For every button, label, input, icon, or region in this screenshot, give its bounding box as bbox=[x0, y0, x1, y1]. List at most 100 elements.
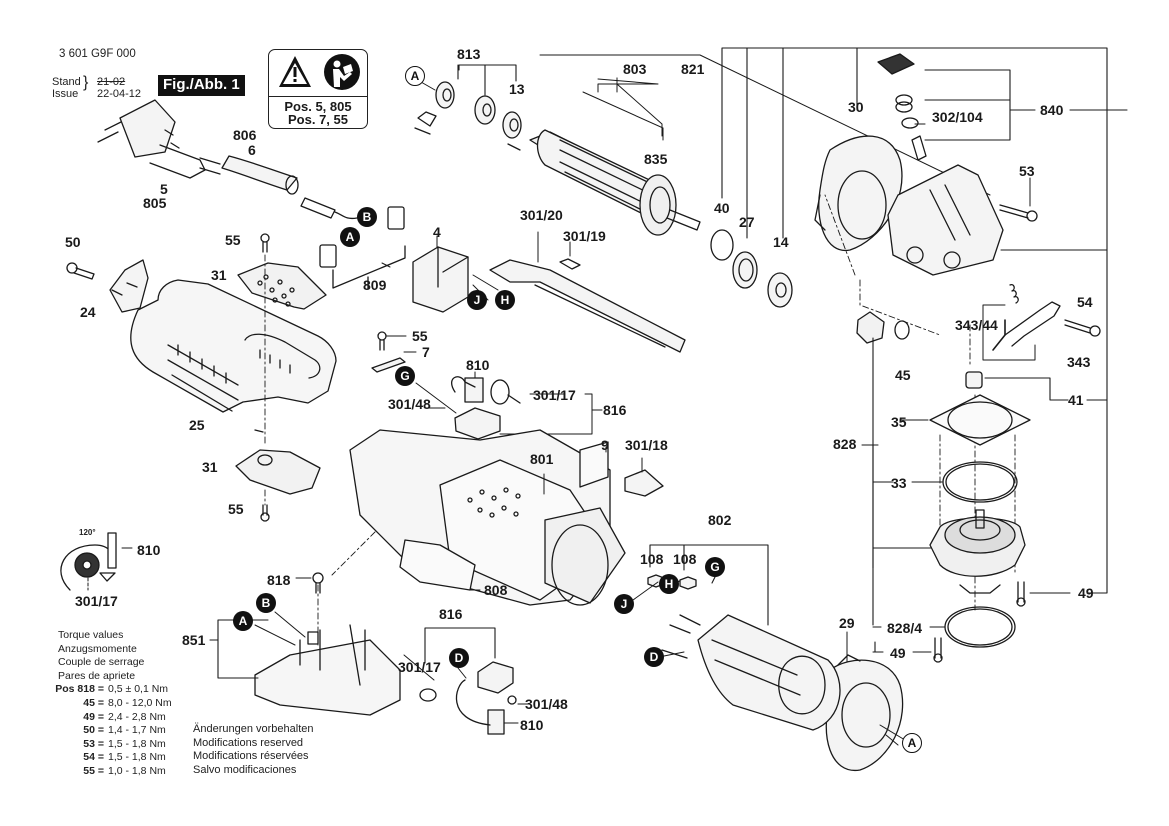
torque-pos: Pos 818 = bbox=[55, 683, 104, 696]
part-label: 55 bbox=[228, 501, 244, 517]
stand-label: Stand bbox=[52, 76, 81, 88]
torque-row: 49 = 2,4 - 2,8 Nm bbox=[58, 711, 172, 725]
armature-part bbox=[507, 129, 701, 236]
warning-divider bbox=[269, 96, 367, 97]
retaining-ring-40-part bbox=[710, 229, 734, 261]
part-label: 13 bbox=[509, 81, 525, 97]
marker-g: H bbox=[659, 574, 679, 594]
gear-828-part bbox=[929, 509, 1026, 594]
cord-sleeve-part bbox=[221, 155, 358, 220]
part-label: 45 bbox=[895, 367, 911, 383]
torque-pos: 50 = bbox=[83, 724, 104, 737]
torque-value: 1,5 - 1,8 Nm bbox=[108, 737, 166, 750]
marker-g: H bbox=[495, 290, 515, 310]
torque-row: 45 = 8,0 - 12,0 Nm bbox=[58, 696, 172, 711]
part-label: 24 bbox=[80, 304, 96, 320]
bearing-cap-29-part bbox=[825, 654, 904, 771]
brush-810-upper-part bbox=[451, 376, 484, 403]
switch-rod-part bbox=[489, 258, 686, 353]
part-label: 31 bbox=[202, 459, 218, 475]
part-label: 816 bbox=[603, 402, 627, 418]
part-label: 810 bbox=[466, 357, 490, 373]
part-label: 49 bbox=[890, 645, 906, 661]
lever-343-part bbox=[992, 283, 1061, 351]
part-label: 30 bbox=[848, 99, 864, 115]
part-label: 810 bbox=[520, 717, 544, 733]
o-ring-828-4-part bbox=[944, 606, 1016, 648]
brush-spring-301-17-part bbox=[490, 379, 521, 405]
modifications-de: Änderungen vorbehalten bbox=[193, 723, 314, 735]
pinion-45-part bbox=[856, 311, 910, 344]
part-label: 14 bbox=[773, 234, 789, 250]
screw-50-part bbox=[66, 262, 95, 280]
part-label: 803 bbox=[623, 61, 647, 77]
torque-pos: 53 = bbox=[83, 737, 104, 750]
label-9-part bbox=[579, 441, 609, 488]
part-label: 301/20 bbox=[520, 207, 563, 223]
part-label: 835 bbox=[644, 151, 668, 167]
part-label: 108 bbox=[673, 551, 697, 567]
part-label: 7 bbox=[422, 344, 430, 360]
part-label: 108 bbox=[640, 551, 664, 567]
part-label: 818 bbox=[267, 572, 291, 588]
bracket-24-part bbox=[109, 259, 149, 313]
bearing-813-part bbox=[414, 81, 522, 139]
part-label: 802 bbox=[708, 512, 732, 528]
part-label: 840 bbox=[1040, 102, 1064, 118]
part-label: 301/48 bbox=[525, 696, 568, 712]
marker-d: D bbox=[449, 648, 469, 668]
gear-head-840-part bbox=[877, 53, 1004, 276]
part-label: 343 bbox=[1067, 354, 1091, 370]
terminal-part bbox=[319, 206, 406, 290]
part-label: 809 bbox=[363, 277, 387, 293]
part-label: 4 bbox=[433, 224, 441, 240]
rear-housing-part bbox=[130, 279, 337, 433]
torque-value: 8,0 - 12,0 Nm bbox=[108, 696, 172, 709]
part-label: 301/48 bbox=[388, 396, 431, 412]
torque-row: 54 = 1,5 - 1,8 Nm bbox=[58, 751, 172, 765]
read-manual-icon bbox=[324, 54, 360, 90]
brush-holder-part bbox=[454, 407, 501, 440]
torque-title-es: Pares de apriete bbox=[58, 669, 136, 682]
torque-title-fr: Couple de serrage bbox=[58, 656, 145, 669]
torque-pos: 45 = bbox=[83, 696, 104, 709]
part-label: 55 bbox=[412, 328, 428, 344]
screw-55-part bbox=[260, 233, 270, 522]
part-label: 828/4 bbox=[887, 620, 923, 636]
figure-label: Fig./Abb. 1 bbox=[158, 75, 245, 96]
torque-row: Pos 818 = 0,5 ± 0,1 Nm bbox=[55, 683, 172, 697]
marker-j: J bbox=[467, 290, 487, 310]
torque-row: 53 = 1,5 - 1,8 Nm bbox=[58, 738, 172, 752]
part-label: 6 bbox=[248, 142, 256, 158]
part-label: 301/17 bbox=[75, 593, 118, 609]
torque-value: 1,4 - 1,7 Nm bbox=[108, 724, 166, 737]
old-date: 21-02 bbox=[97, 76, 126, 88]
part-label: 301/17 bbox=[533, 387, 576, 403]
part-label: 50 bbox=[65, 234, 81, 250]
safety-warning-box: Pos. 5, 805 Pos. 7, 55 bbox=[268, 49, 368, 129]
marker-h: G bbox=[395, 366, 415, 386]
o-ring-33-part bbox=[942, 461, 1018, 503]
screw-55-upper-part bbox=[377, 331, 387, 351]
part-label: 27 bbox=[739, 214, 755, 230]
part-label: 25 bbox=[189, 417, 205, 433]
part-label: 302/104 bbox=[932, 109, 983, 125]
brush-plate-7-part bbox=[371, 357, 406, 373]
marker-h: G bbox=[705, 557, 725, 577]
modifications-fr: Modifications réservées bbox=[193, 750, 309, 763]
part-label: 40 bbox=[714, 200, 730, 216]
switch-4-part bbox=[412, 246, 469, 313]
flange-30-part bbox=[814, 135, 903, 251]
screw-54-part bbox=[1064, 319, 1101, 337]
part-label: 41 bbox=[1068, 392, 1084, 408]
cover-301-18-part bbox=[624, 469, 664, 497]
modifications-en: Modifications reserved bbox=[193, 736, 304, 749]
marker-a: A bbox=[233, 611, 253, 631]
part-label: 801 bbox=[530, 451, 554, 467]
brush-holder-816-lower-part bbox=[419, 661, 517, 735]
plate-35-part bbox=[929, 394, 1031, 446]
switch-housing-851-part bbox=[254, 624, 401, 716]
screw-49-part bbox=[933, 581, 1026, 663]
part-label: 49 bbox=[1078, 585, 1094, 601]
